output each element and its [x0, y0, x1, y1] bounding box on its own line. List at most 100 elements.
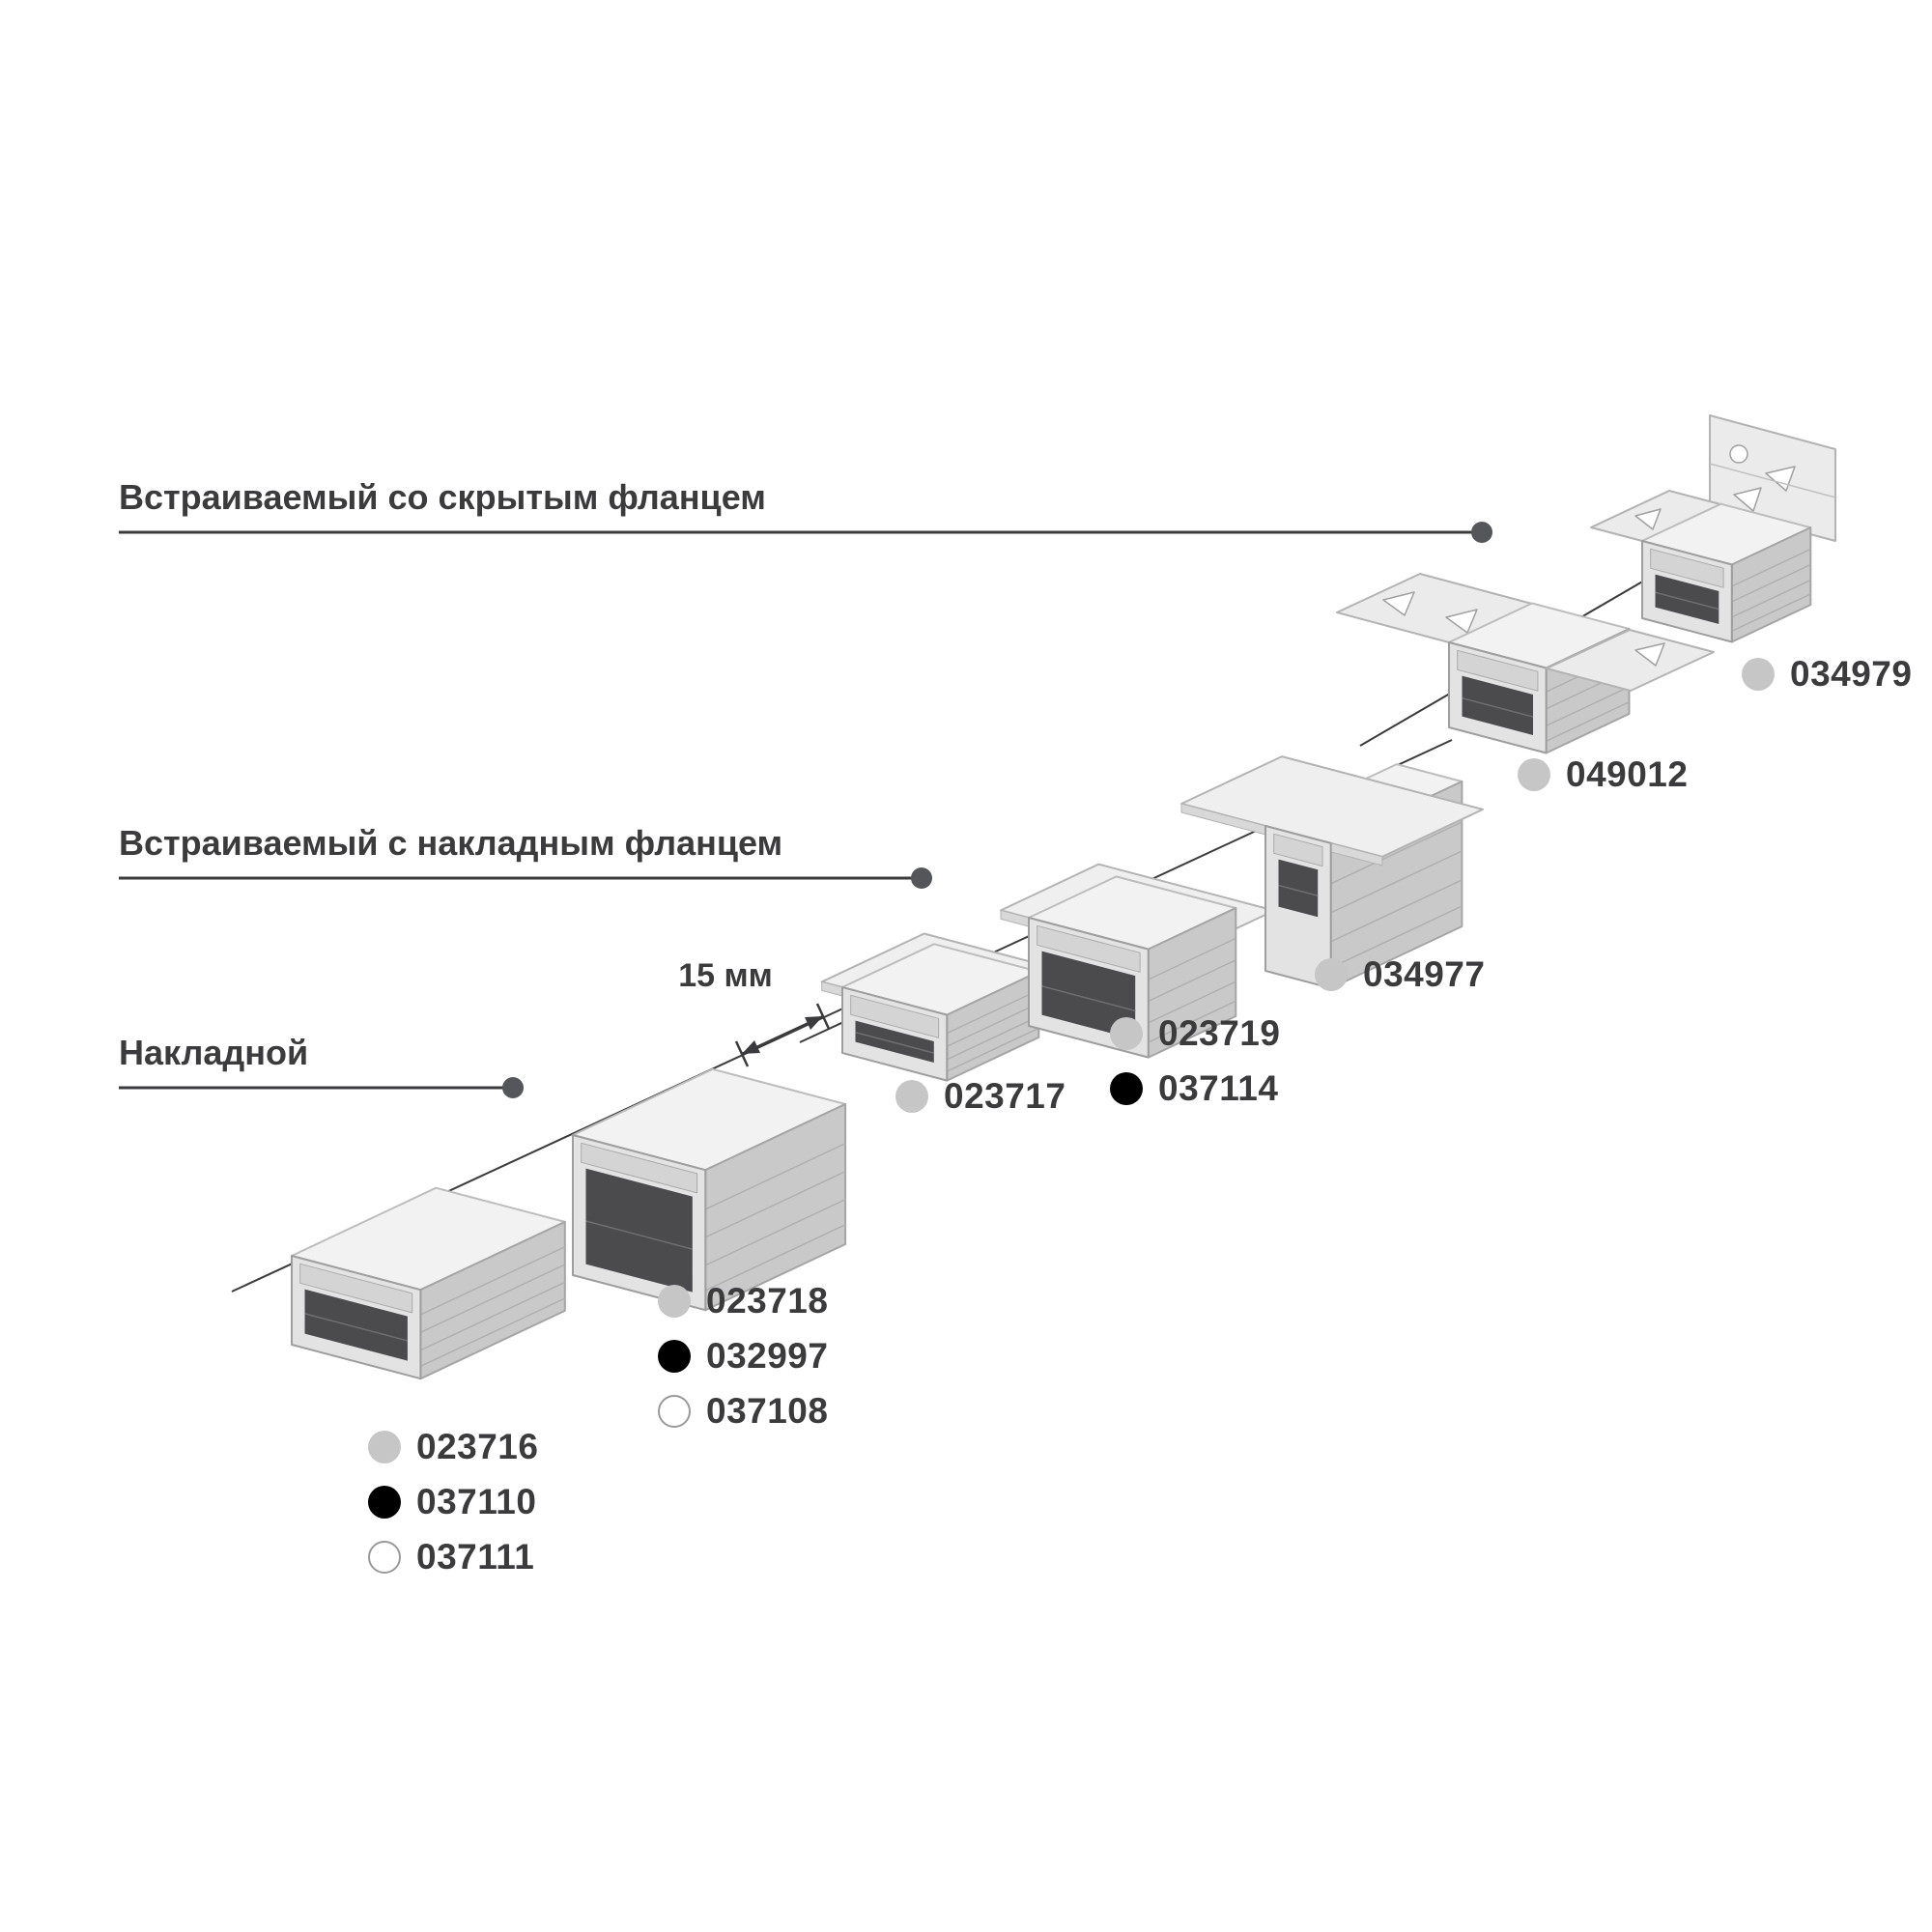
product-code-text: 037114 — [1158, 1067, 1279, 1108]
side-rib — [1148, 980, 1236, 1024]
product-code-row: 037110 — [368, 1474, 538, 1529]
product-code-text: 023717 — [944, 1075, 1066, 1116]
color-dot-black — [368, 1485, 401, 1519]
category-label-recessed-hidden-flange: Встраиваемый со скрытым фланцем — [119, 477, 766, 517]
side-rib — [946, 989, 1039, 1035]
side-rib — [704, 1198, 846, 1266]
cavity-detail-line — [585, 1220, 693, 1250]
product-code-row: 037114 — [1110, 1061, 1280, 1116]
side-rib — [1148, 1000, 1236, 1043]
plate-bend-line — [1709, 463, 1836, 498]
side-rib — [704, 1224, 846, 1292]
led-cavity — [1655, 574, 1719, 624]
diffuser-front-edge — [581, 1142, 698, 1194]
product-code-text: 034979 — [1790, 653, 1913, 694]
product-code-row: 037111 — [368, 1529, 538, 1584]
color-dot-gray — [1110, 1016, 1143, 1050]
side-rib — [946, 1027, 1039, 1072]
product-code-row: 023718 — [658, 1273, 828, 1328]
profile-illustration-023718 — [572, 1067, 847, 1312]
profile-illustration-049012 — [1336, 573, 1715, 754]
product-code-text: 037110 — [416, 1481, 537, 1521]
product-code-group-recessed-high-profile: 023719 037114 — [1110, 1006, 1280, 1116]
product-code-text: 049012 — [1566, 753, 1689, 794]
led-cavity — [585, 1168, 693, 1293]
led-cavity — [1278, 859, 1319, 918]
diffuser-front-edge — [299, 1263, 413, 1314]
color-dot-gray — [1518, 757, 1550, 791]
product-code-row: 023716 — [368, 1419, 538, 1474]
diffuser-front-edge — [1273, 833, 1323, 867]
category-underlines — [119, 522, 1492, 1098]
led-cavity — [1041, 951, 1136, 1040]
product-code-text: 032997 — [706, 1335, 829, 1376]
product-code-text: 023718 — [706, 1280, 829, 1321]
product-code-row: 032997 — [658, 1328, 828, 1383]
product-code-group-surface-high-profile: 023718 032997 037108 — [658, 1273, 828, 1438]
side-rib — [704, 1170, 846, 1238]
color-dot-gray — [1315, 957, 1348, 991]
cavity-detail-line — [1462, 696, 1534, 718]
connector-dot — [911, 867, 932, 889]
diffuser-front-edge — [850, 994, 940, 1038]
color-dot-gray — [368, 1430, 401, 1463]
product-code-row: 034977 — [1315, 947, 1485, 1002]
cavity-detail-line — [855, 1031, 934, 1054]
product-code-text: 037111 — [416, 1536, 535, 1577]
product-code-group-recessed-low-profile: 023717 — [895, 1068, 1065, 1123]
led-cavity — [304, 1289, 408, 1361]
color-dot-black — [1110, 1071, 1143, 1105]
diffuser-front-edge — [1457, 649, 1539, 692]
profile-illustrations — [291, 414, 1836, 1380]
connector-dot — [1471, 522, 1492, 543]
diffuser-front-edge — [1037, 924, 1141, 973]
plate-hole — [1382, 591, 1415, 616]
hidden-flange-plate-right — [1546, 629, 1715, 692]
product-code-row: 034979 — [1742, 646, 1912, 701]
side-rib — [1546, 701, 1630, 742]
product-code-row: 037108 — [658, 1383, 828, 1438]
plate-hole — [1733, 487, 1762, 512]
side-rib — [1148, 959, 1236, 1003]
side-rib — [1330, 879, 1463, 943]
color-dot-black — [658, 1339, 691, 1373]
side-rib — [1546, 686, 1630, 727]
category-label-recessed-surface-flange: Встраиваемый с накладным фланцем — [119, 823, 783, 863]
cavity-detail-line — [304, 1313, 409, 1342]
arrowhead-right — [805, 1016, 823, 1030]
plate-hole — [1634, 508, 1662, 530]
led-cavity — [855, 1020, 934, 1063]
side-rib — [946, 1015, 1039, 1061]
side-rib — [420, 1245, 566, 1316]
side-rib — [1731, 593, 1811, 632]
product-code-row: 023719 — [1110, 1006, 1280, 1061]
product-code-text: 023716 — [416, 1426, 539, 1466]
arrowhead-left — [742, 1040, 760, 1054]
color-dot-gray — [895, 1079, 928, 1113]
profile-illustration-023716 — [291, 1186, 566, 1380]
side-rib — [420, 1264, 566, 1334]
guide-lines — [231, 476, 1823, 1293]
color-dot-gray — [1742, 657, 1775, 691]
profile-illustration-034977 — [1180, 755, 1484, 989]
profile-illustration-034979 — [1590, 414, 1836, 643]
product-code-text: 023719 — [1158, 1012, 1281, 1053]
profile-illustration-023719 — [1000, 863, 1276, 1059]
plate-hole — [1445, 609, 1478, 634]
led-cavity — [1462, 675, 1533, 735]
side-rib — [1330, 850, 1463, 914]
side-rib — [1148, 937, 1236, 980]
product-code-row: 049012 — [1518, 747, 1688, 802]
diffuser-front-edge — [1650, 548, 1724, 588]
side-rib — [704, 1142, 846, 1210]
side-rib — [1330, 905, 1463, 969]
cavity-detail-line — [1041, 985, 1136, 1012]
side-rib — [1731, 563, 1811, 603]
cavity-detail-line — [1655, 591, 1719, 611]
color-dot-white — [658, 1394, 691, 1428]
color-dot-white — [368, 1540, 401, 1574]
plate-hole — [1729, 444, 1748, 464]
dimension-arrow — [734, 1003, 831, 1067]
product-code-group-recessed-deep-profile: 034977 — [1315, 947, 1485, 1002]
